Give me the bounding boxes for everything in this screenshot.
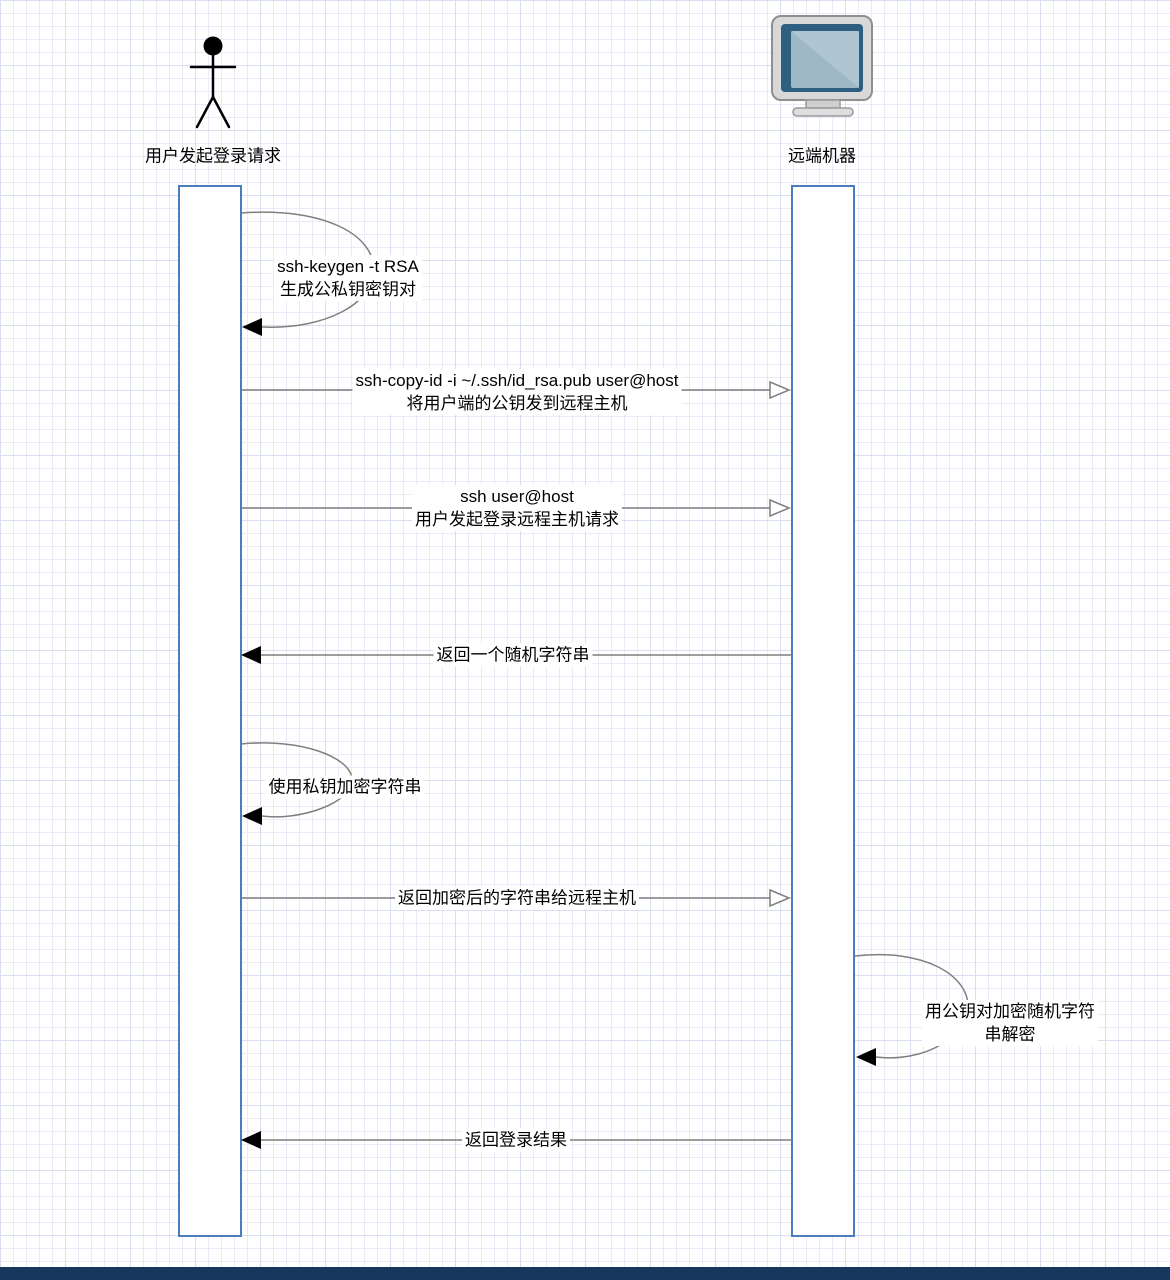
activation-bar-right: [791, 185, 855, 1237]
message-6-label: 返回加密后的字符串给远程主机: [395, 886, 639, 910]
computer-icon: [771, 15, 873, 117]
message-7-line-1: 用公钥对加密随机字符: [925, 1002, 1095, 1021]
message-3-label: ssh user@host 用户发起登录远程主机请求: [412, 485, 622, 531]
message-1-line-1: ssh-keygen -t RSA: [277, 257, 419, 276]
message-2-line-2: 将用户端的公钥发到远程主机: [406, 394, 628, 413]
message-5-line-1: 使用私钥加密字符串: [268, 777, 422, 797]
activation-bar-left: [178, 185, 242, 1237]
message-1-label: ssh-keygen -t RSA 生成公私钥密钥对: [274, 255, 422, 301]
message-3-line-2: 用户发起登录远程主机请求: [415, 510, 619, 529]
actor-label-right: 远端机器: [788, 146, 856, 166]
message-6-line-1: 返回加密后的字符串给远程主机: [398, 888, 636, 908]
message-4-label: 返回一个随机字符串: [433, 643, 593, 667]
horizontal-scrollbar[interactable]: [0, 1267, 1170, 1280]
message-4-line-1: 返回一个随机字符串: [436, 645, 590, 665]
message-8-line-1: 返回登录结果: [465, 1130, 567, 1150]
message-1-line-2: 生成公私钥密钥对: [279, 280, 416, 299]
message-5-label: 使用私钥加密字符串: [265, 775, 425, 799]
message-2-label: ssh-copy-id -i ~/.ssh/id_rsa.pub user@ho…: [352, 369, 682, 415]
message-7-label: 用公钥对加密随机字符 串解密: [922, 1000, 1098, 1046]
person-icon: [189, 36, 237, 129]
message-3-line-1: ssh user@host: [460, 487, 574, 506]
message-7-line-2: 串解密: [984, 1025, 1036, 1044]
message-8-label: 返回登录结果: [462, 1128, 570, 1152]
message-2-line-1: ssh-copy-id -i ~/.ssh/id_rsa.pub user@ho…: [355, 371, 679, 390]
actor-label-left: 用户发起登录请求: [145, 146, 281, 166]
